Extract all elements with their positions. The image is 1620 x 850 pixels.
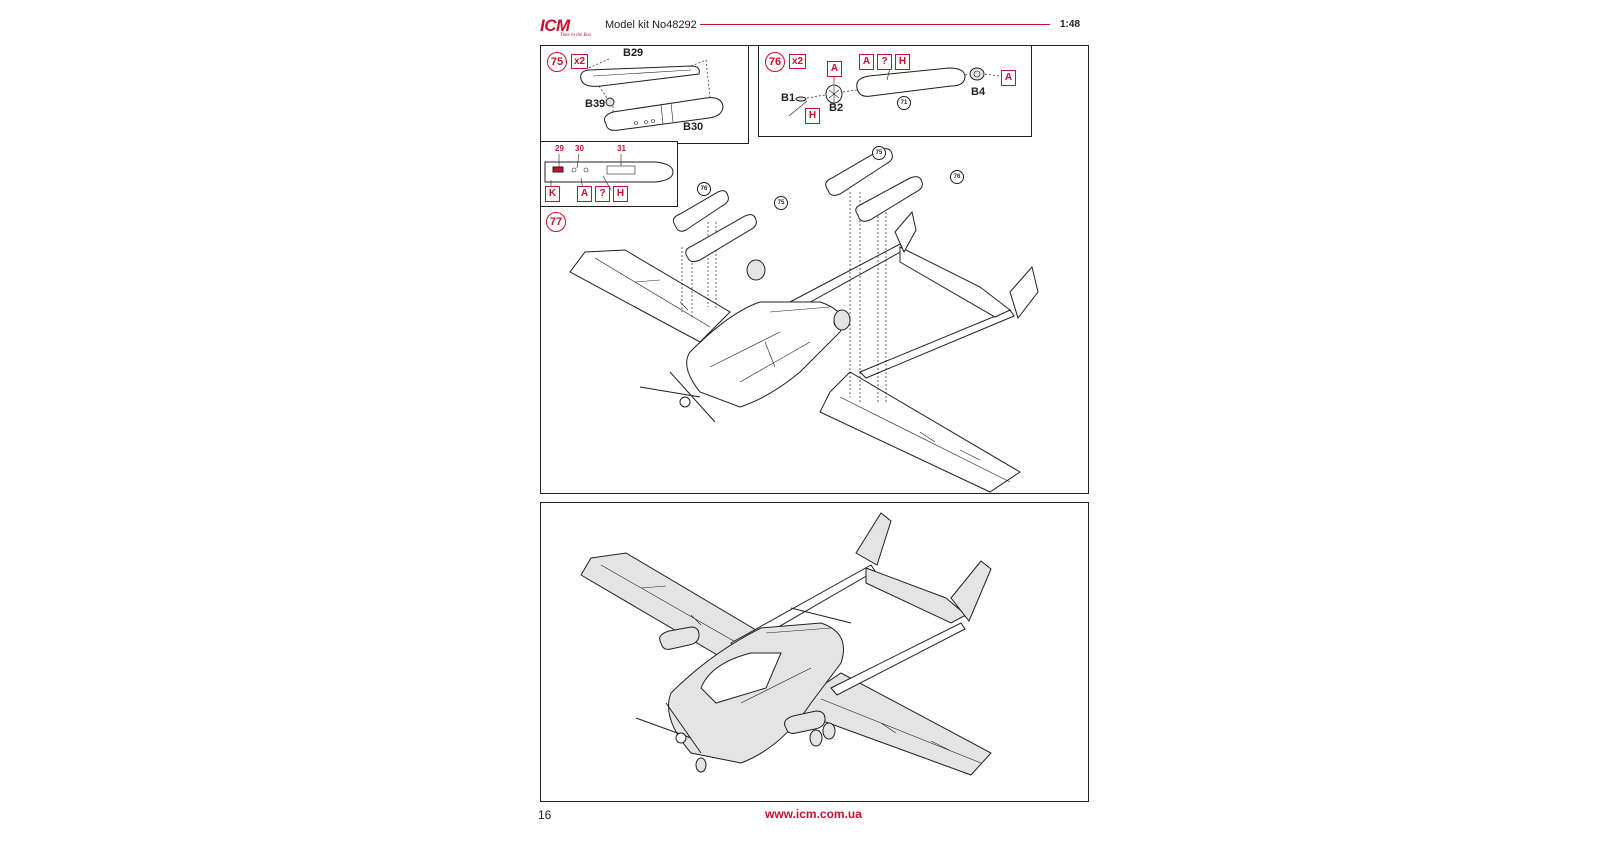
header-rule [700,24,1050,25]
step-75-number: 75 [547,52,567,72]
paint-box-a-1: A [827,61,842,77]
paint-box-k: K [545,186,560,202]
paint-box-a-3: A [1001,70,1016,86]
callout-76-left: 76 [697,182,711,196]
paint-box-h-77: H [613,186,628,202]
decal-30-label: 30 [575,144,584,153]
main-assembly-frame [540,45,1089,494]
decal-29-label: 29 [555,144,564,153]
step-77-number: 77 [546,212,566,232]
reference-71-callout: 71 [897,96,911,110]
scale-label: 1:48 [1060,19,1081,30]
callout-75-left: 75 [774,196,788,210]
decal-31-label: 31 [617,144,626,153]
paint-box-h-2: H [895,54,910,70]
page-number: 16 [538,808,552,822]
logo-tagline: Time in the Box [560,33,592,38]
callout-75-right: 75 [872,146,886,160]
finished-aircraft-frame [540,502,1089,802]
step-76-multiplier: x2 [789,54,807,69]
step-75-frame: 75 x2 B29 B39 B30 [540,45,749,144]
website-link[interactable]: www.icm.com.ua [765,807,862,821]
fuel-tank-parts [672,148,923,263]
part-b39-label: B39 [585,98,606,110]
part-b1-label: B1 [781,92,796,104]
exploded-aircraft-drawing [569,192,1039,493]
part-b2-label: B2 [829,102,844,114]
paint-box-a-2: A [859,54,874,70]
step-77-drawing [544,153,674,191]
step-76-drawing [788,67,1000,117]
part-b4-label: B4 [971,86,986,98]
part-b29-label: B29 [623,47,644,59]
paint-box-h-1: H [805,108,820,124]
step-77-frame: 29 30 31 K A ? H [540,141,678,207]
step-76-number: 76 [765,52,785,72]
paint-box-unknown: ? [877,54,892,70]
finished-aircraft-drawing [580,512,992,776]
icm-logo: ICM [540,16,570,35]
step-75-drawing [580,57,724,131]
paint-box-a-77: A [577,186,592,202]
kit-number-label: Model kit No48292 [605,19,697,31]
part-b30-label: B30 [683,121,704,133]
paint-box-unknown-77: ? [595,186,610,202]
callout-76-right: 76 [950,170,964,184]
step-75-multiplier: x2 [571,54,589,69]
step-76-frame: 76 x2 A H A ? H A B1 B2 B4 71 [758,45,1032,137]
